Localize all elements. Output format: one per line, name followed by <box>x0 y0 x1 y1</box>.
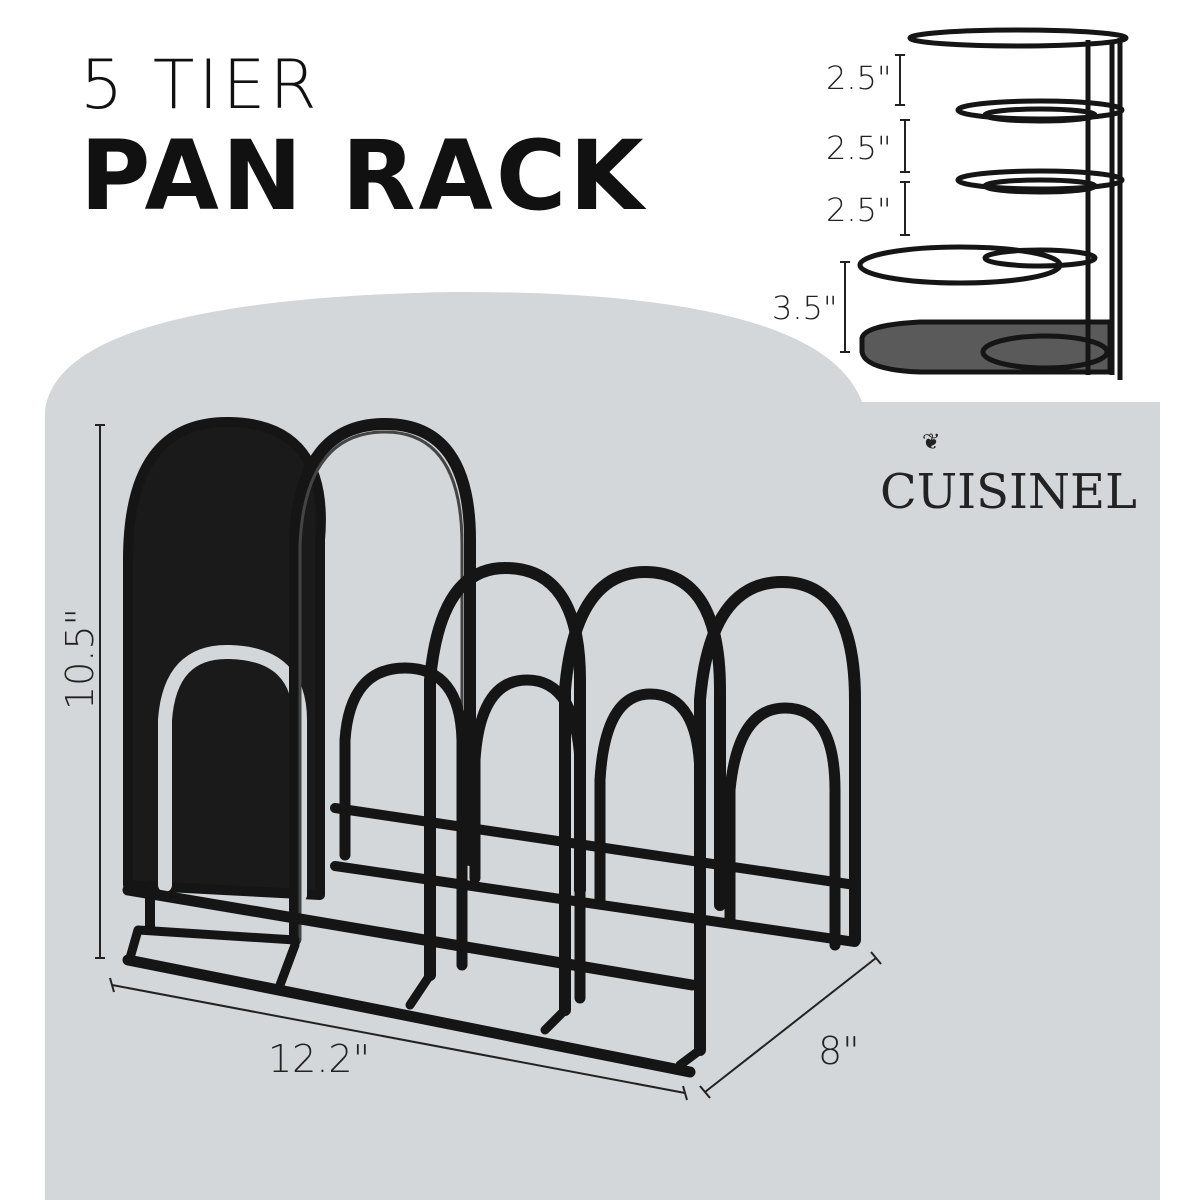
tier-spacing-label-4: 3.5" <box>772 289 838 327</box>
title-product-name: PAN RACK <box>80 120 647 232</box>
tier-spacing-label-2: 2.5" <box>826 129 892 167</box>
height-dimension-label: 10.5" <box>58 607 102 711</box>
brand-logo: CUISINEL <box>880 464 1137 520</box>
title-tier-count: 5 TIER <box>80 46 321 125</box>
squirrel-icon: ❦ <box>922 430 941 455</box>
tier-spacing-label-3: 2.5" <box>826 191 892 229</box>
depth-dimension-label: 8" <box>818 1029 860 1073</box>
width-dimension-label: 12.2" <box>268 1037 371 1081</box>
tier-spacing-label-1: 2.5" <box>826 59 892 97</box>
